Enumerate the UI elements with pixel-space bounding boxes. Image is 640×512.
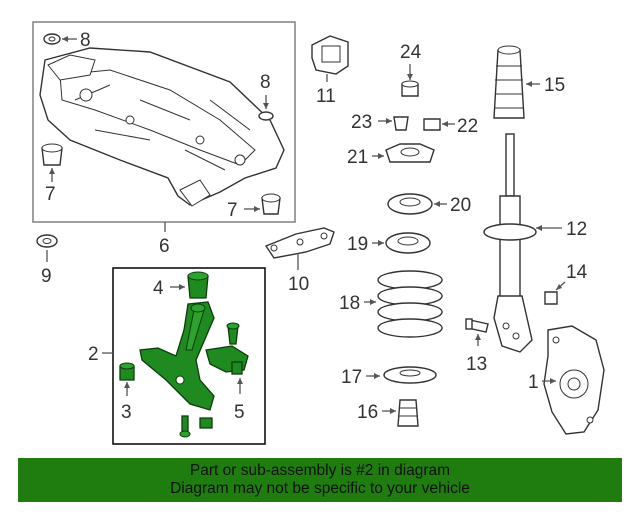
nut-part-22[interactable] <box>423 118 441 131</box>
callout-4: 4 <box>153 278 164 299</box>
bolt-part-13[interactable] <box>465 318 489 333</box>
callout-11: 11 <box>316 86 336 107</box>
banner-line-2: Diagram may not be specific to your vehi… <box>170 480 470 497</box>
callout-9: 9 <box>41 266 52 287</box>
coil-spring-part-18[interactable] <box>377 270 443 338</box>
callout-24: 24 <box>400 42 422 63</box>
callout-12: 12 <box>566 219 587 240</box>
callout-13: 13 <box>466 354 487 375</box>
lower-control-arm-part-2[interactable] <box>139 301 215 411</box>
washer-part-8-top[interactable] <box>43 33 61 45</box>
callout-17: 17 <box>341 367 362 388</box>
ball-joint-part-5[interactable] <box>205 345 249 375</box>
nut-part-14[interactable] <box>544 291 558 305</box>
callout-1: 1 <box>528 372 539 393</box>
strut-mount-part-21[interactable] <box>385 143 435 163</box>
bushing-part-3[interactable] <box>119 362 135 381</box>
bushing-part-7-right[interactable] <box>261 193 281 215</box>
callout-10: 10 <box>288 274 309 295</box>
callout-6: 6 <box>159 236 170 257</box>
washer-part-9[interactable] <box>36 234 58 248</box>
callout-16: 16 <box>357 402 378 423</box>
nut-part-24[interactable] <box>401 80 419 97</box>
callout-18: 18 <box>339 293 360 314</box>
callout-3: 3 <box>121 402 132 423</box>
callout-8-right: 8 <box>260 72 271 93</box>
control-arm-group-box <box>112 267 266 445</box>
bearing-part-20[interactable] <box>387 193 433 215</box>
callout-21: 21 <box>347 147 368 168</box>
banner-line-1: Part or sub-assembly is #2 in diagram <box>189 462 451 479</box>
brace-part-10[interactable] <box>264 227 335 259</box>
notice-banner: Part or sub-assembly is #2 in diagram Di… <box>18 458 622 502</box>
callout-5: 5 <box>234 402 245 423</box>
callout-7-left: 7 <box>45 184 56 205</box>
parts-diagram: 8 8 7 7 6 9 11 10 24 23 <box>32 21 605 445</box>
callout-22: 22 <box>457 116 478 137</box>
washer-part-8-right[interactable] <box>258 111 274 121</box>
callout-19: 19 <box>347 234 368 255</box>
callout-15: 15 <box>544 75 565 96</box>
spring-seat-part-19[interactable] <box>385 232 431 254</box>
subframe-group-box <box>32 21 296 223</box>
bracket-part-11[interactable] <box>311 35 349 75</box>
bushing-part-7-left[interactable] <box>41 143 63 166</box>
steering-knuckle-part-1[interactable] <box>543 325 605 435</box>
bump-stop-part-16[interactable] <box>397 399 419 427</box>
bottom-bolt-1[interactable] <box>179 415 191 438</box>
subframe-crossmember[interactable] <box>39 47 285 207</box>
nut-part-23[interactable] <box>393 116 409 131</box>
callout-23: 23 <box>351 112 372 133</box>
control-arm-bolt[interactable] <box>226 322 240 345</box>
bottom-nut-1[interactable] <box>199 417 213 429</box>
callout-7-right: 7 <box>227 200 238 221</box>
callout-8-top: 8 <box>80 30 91 51</box>
strut-assembly-part-12[interactable] <box>483 133 537 353</box>
dust-boot-part-15[interactable] <box>493 45 525 119</box>
bushing-part-4[interactable] <box>187 271 209 299</box>
callout-14: 14 <box>566 262 588 283</box>
callout-20: 20 <box>450 195 471 216</box>
callout-2: 2 <box>88 344 99 365</box>
lower-seat-part-17[interactable] <box>383 366 437 384</box>
